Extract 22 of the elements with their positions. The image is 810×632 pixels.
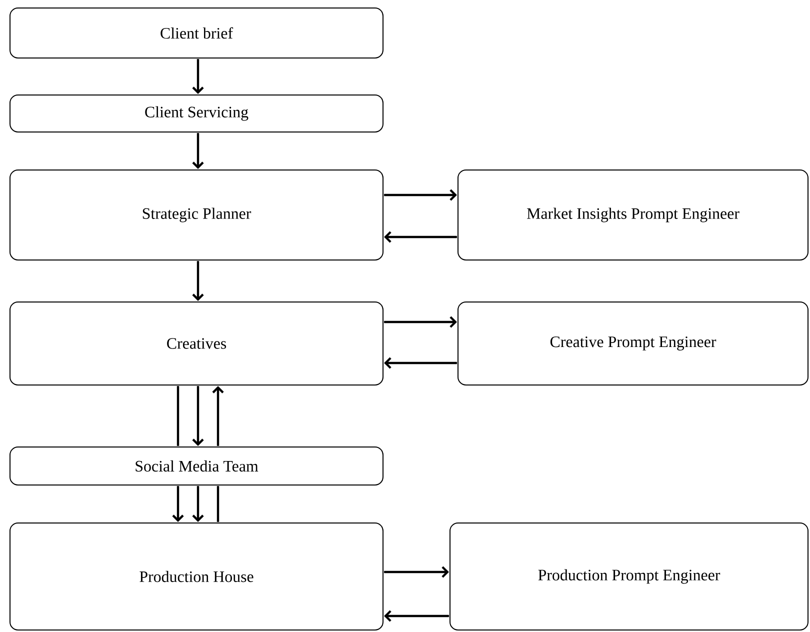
- arrow: [192, 386, 204, 446]
- process-box: Strategic Planner: [10, 169, 384, 260]
- arrow: [192, 486, 204, 522]
- arrow: [384, 357, 457, 369]
- arrow: [384, 316, 457, 328]
- process-box: Production Prompt Engineer: [450, 522, 808, 630]
- process-box: Production House: [10, 522, 384, 630]
- process-box: Social Media Team: [10, 446, 384, 486]
- arrow: [172, 486, 184, 522]
- arrow: [212, 386, 224, 446]
- arrow: [192, 132, 204, 169]
- arrow: [384, 610, 449, 622]
- process-box: Client Servicing: [10, 94, 384, 132]
- process-box: Market Insights Prompt Engineer: [458, 169, 808, 260]
- process-box: Client brief: [10, 8, 384, 58]
- process-box: Creative Prompt Engineer: [458, 301, 808, 386]
- arrow: [192, 260, 204, 301]
- arrow: [384, 231, 457, 243]
- process-box: Creatives: [10, 301, 384, 386]
- arrow: [384, 189, 457, 201]
- arrow: [384, 566, 449, 578]
- arrow: [192, 59, 204, 94]
